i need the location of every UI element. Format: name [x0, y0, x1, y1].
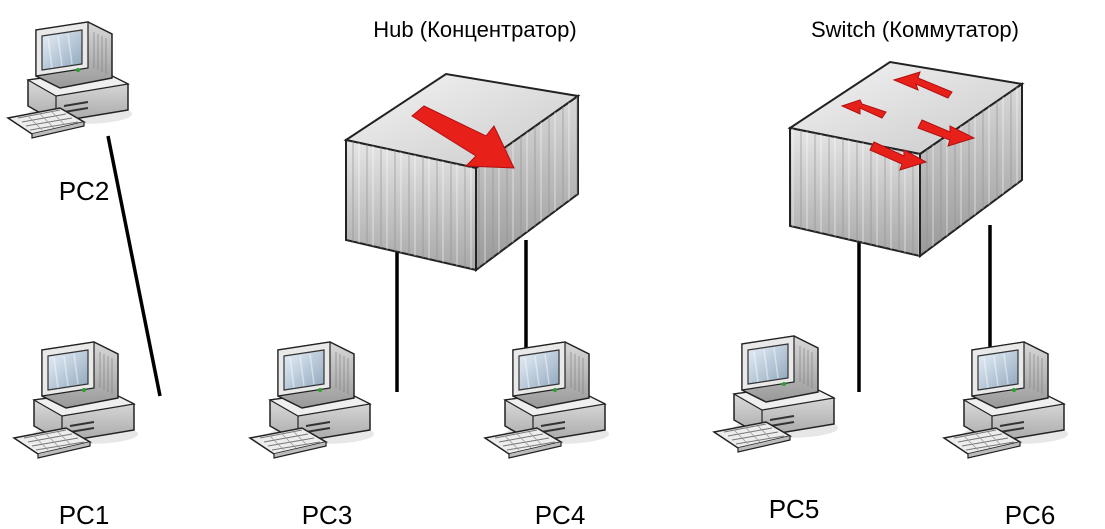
switch-title: Switch (Коммутатор)	[811, 17, 1019, 42]
hub-device-icon	[343, 72, 581, 272]
switch-device-icon	[787, 60, 1025, 258]
pc5-icon	[713, 335, 839, 453]
pc4-icon	[484, 341, 610, 459]
cables	[106, 135, 992, 404]
pc6-icon	[943, 341, 1069, 459]
hub-title: Hub (Концентратор)	[373, 17, 576, 42]
pc5-label: PC5	[769, 494, 820, 524]
pc4-label: PC4	[535, 500, 586, 529]
pc2-label: PC2	[59, 176, 110, 206]
pc1-icon	[13, 341, 139, 459]
pc3-icon	[249, 341, 375, 459]
pc3-label: PC3	[302, 500, 353, 529]
cable-pc2-pc1	[106, 135, 162, 397]
switch-arrows-icon	[840, 71, 976, 171]
pc2-icon	[7, 21, 133, 139]
pc1-label: PC1	[59, 500, 110, 529]
pc6-label: PC6	[1005, 500, 1056, 529]
hub-arrow-icon	[411, 105, 515, 169]
